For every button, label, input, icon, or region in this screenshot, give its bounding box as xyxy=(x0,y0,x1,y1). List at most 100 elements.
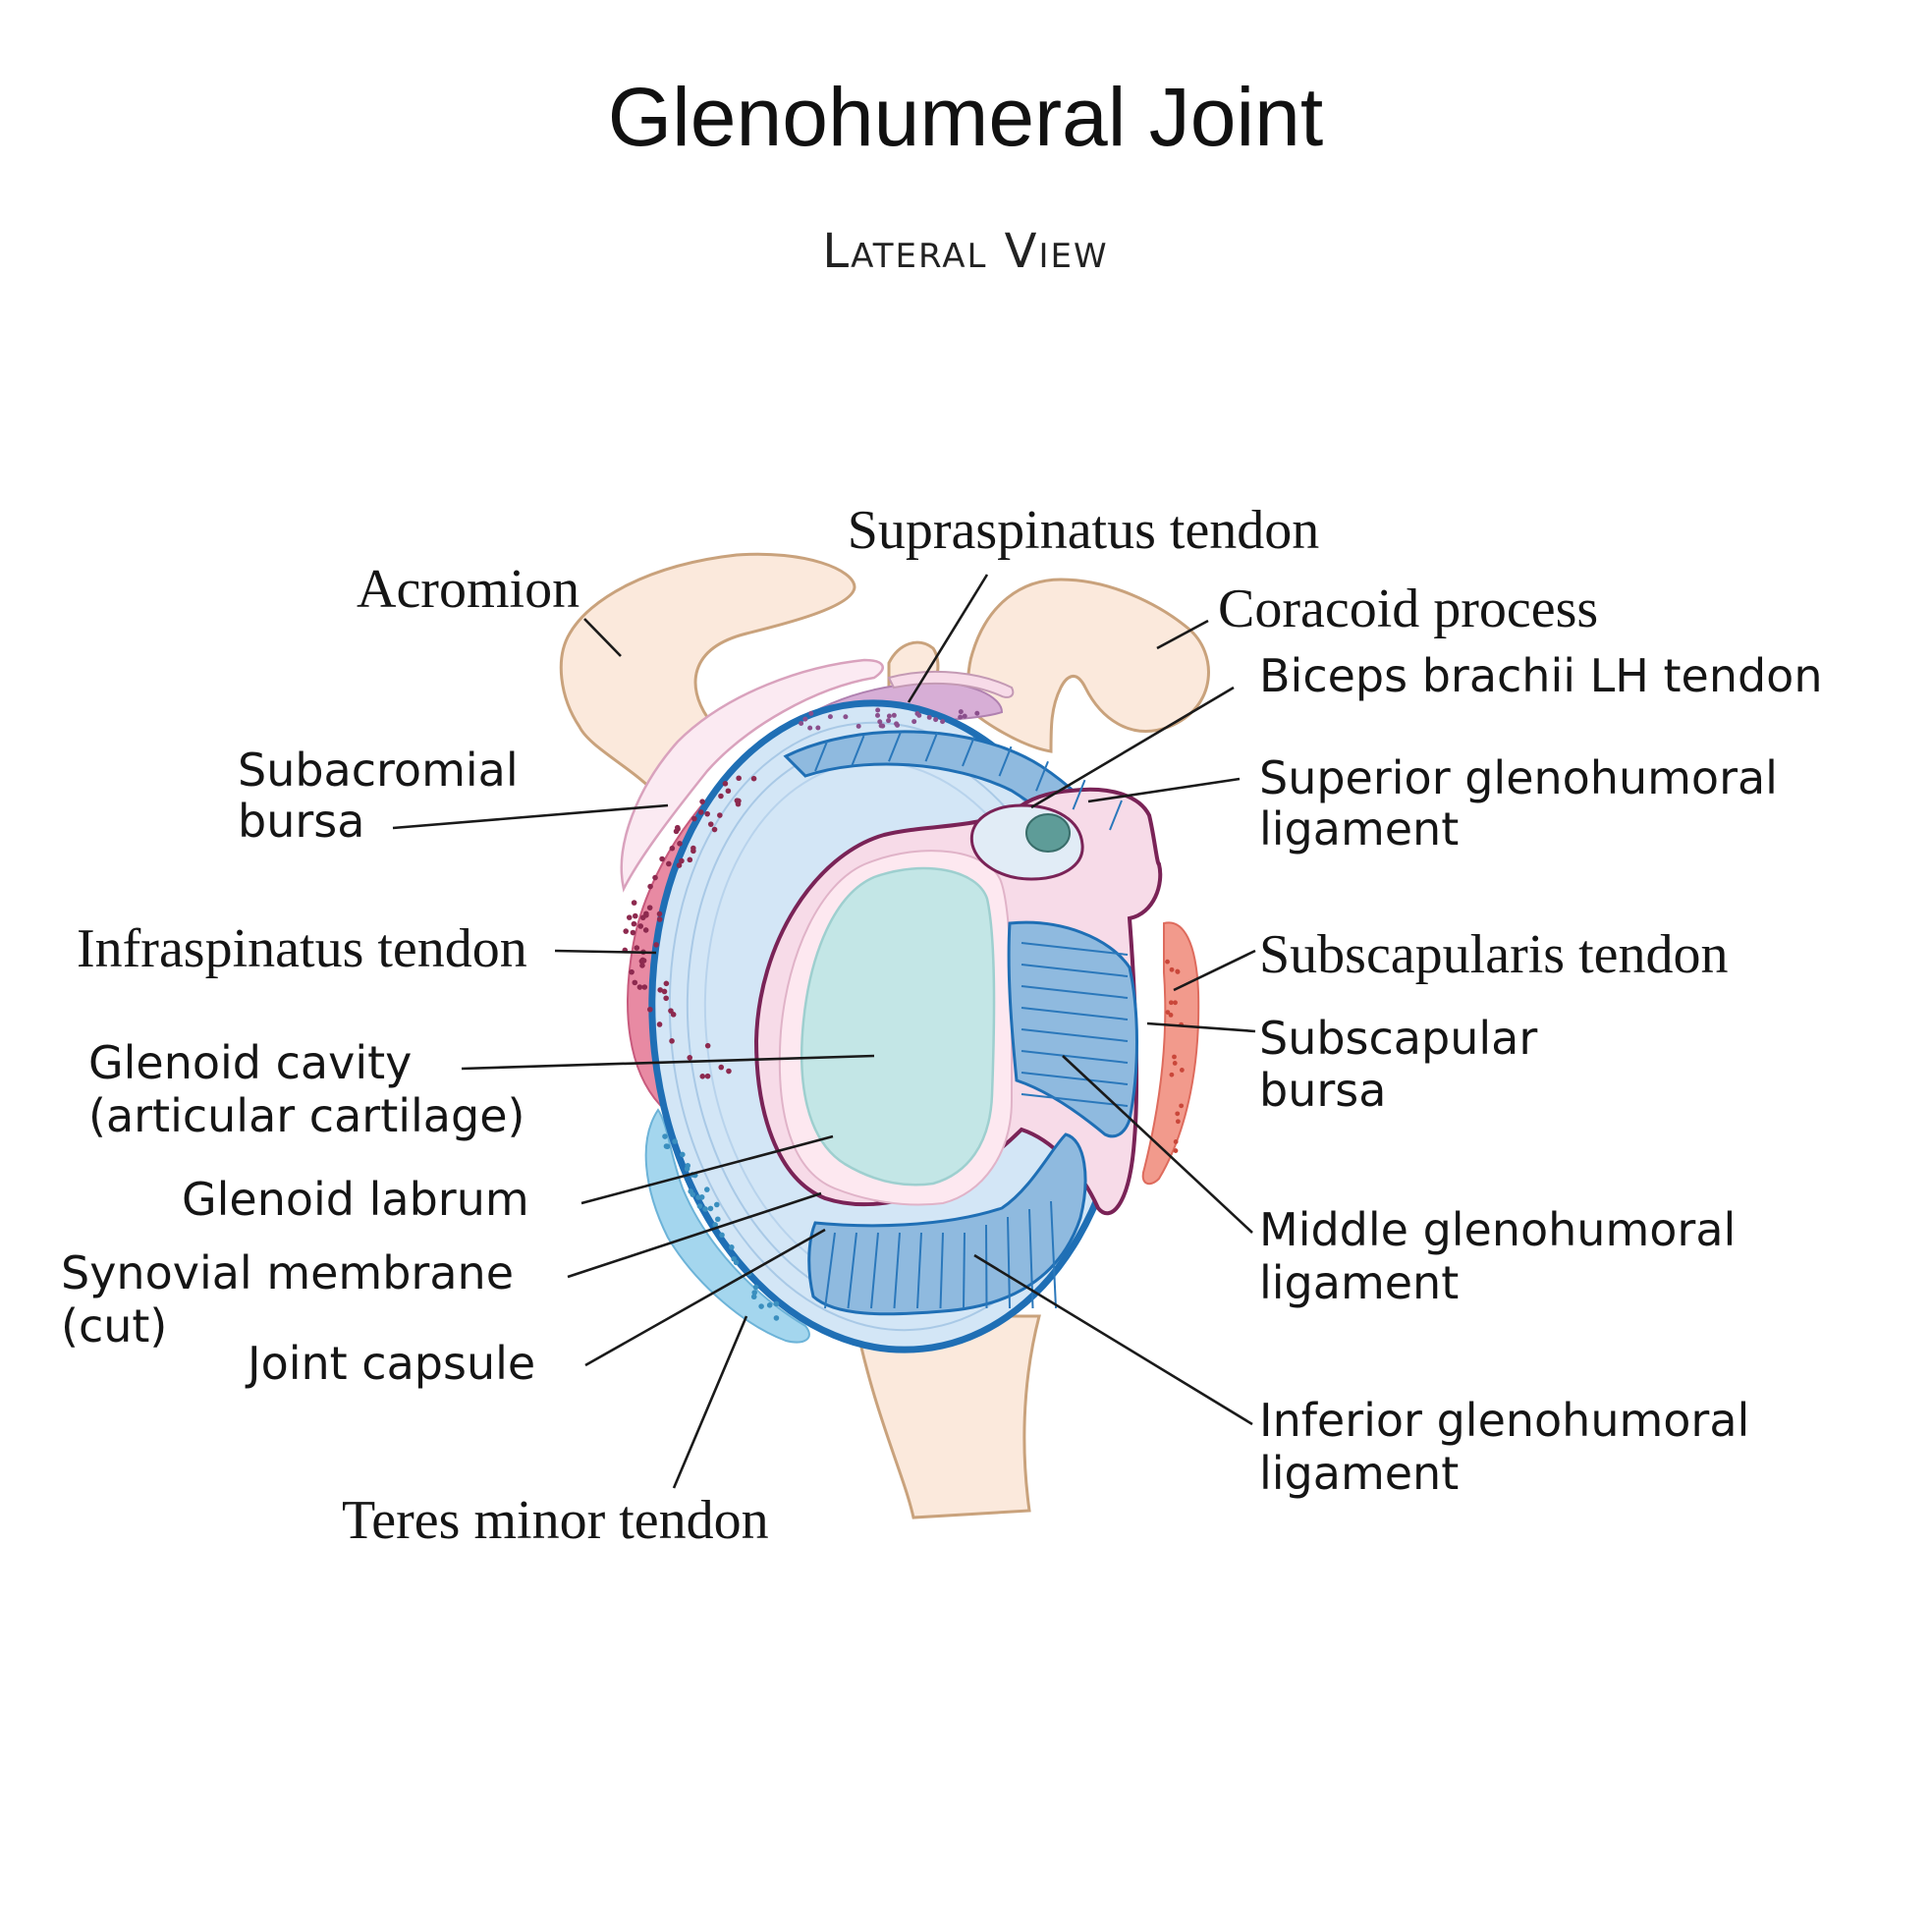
texture-dot xyxy=(773,1300,780,1307)
fiber-line xyxy=(1050,1200,1057,1309)
texture-dot xyxy=(652,874,658,881)
fiber-line xyxy=(962,736,975,767)
texture-dot xyxy=(1165,959,1170,965)
texture-dot xyxy=(668,1008,674,1014)
texture-dot xyxy=(1179,1103,1185,1109)
texture-dot xyxy=(695,1194,701,1200)
teres-minor-tendon xyxy=(644,1108,810,1344)
leader-infraspinatus xyxy=(554,949,657,955)
fiber-line xyxy=(1035,760,1049,792)
fiber-line xyxy=(851,735,865,766)
label-inferior-gh-line1: Inferior glenohumoral xyxy=(1259,1394,1749,1447)
texture-dot xyxy=(641,984,648,990)
texture-dot xyxy=(856,723,861,729)
texture-dot xyxy=(707,1205,714,1212)
texture-dot xyxy=(758,1303,764,1309)
subacromial-bursa xyxy=(620,658,884,893)
texture-dot xyxy=(663,995,669,1002)
fiber-line xyxy=(847,1232,857,1309)
texture-dot xyxy=(914,711,920,717)
diagram-title: Glenohumeral Joint xyxy=(608,71,1323,163)
texture-dot xyxy=(933,717,939,723)
texture-dot xyxy=(664,1143,671,1150)
label-glenoid-cavity-line2: (articular cartilage) xyxy=(88,1089,524,1142)
texture-dot xyxy=(815,725,821,731)
subscapularis-tendon xyxy=(1141,921,1200,1186)
texture-dot xyxy=(636,984,643,990)
leader-glenoid-cavity xyxy=(461,1054,875,1071)
texture-dot xyxy=(940,719,946,725)
texture-dot xyxy=(715,1216,721,1223)
texture-dot xyxy=(827,714,833,720)
texture-dot xyxy=(704,1042,711,1049)
label-subacromial-line2: bursa xyxy=(238,795,364,848)
texture-dot xyxy=(712,1222,718,1228)
label-subscapular-bursa-line1: Subscapular xyxy=(1259,1012,1537,1065)
texture-dot xyxy=(1168,1000,1174,1006)
texture-dot xyxy=(958,709,964,715)
coracoid-process xyxy=(966,578,1210,753)
texture-dot xyxy=(656,911,663,917)
texture-dot xyxy=(637,923,644,929)
texture-dot xyxy=(766,1302,773,1308)
texture-dot xyxy=(646,1006,653,1013)
texture-dot xyxy=(629,968,635,975)
acromion xyxy=(559,552,856,794)
texture-dot xyxy=(958,714,964,720)
texture-dot xyxy=(713,1201,720,1208)
humerus-shaft xyxy=(853,1314,1041,1519)
texture-dot xyxy=(1173,1000,1178,1006)
texture-dot xyxy=(1173,1139,1179,1144)
label-inferior-gh-line2: ligament xyxy=(1259,1447,1459,1500)
texture-dot xyxy=(717,812,723,818)
texture-dot xyxy=(974,710,980,716)
texture-dot xyxy=(1175,1111,1181,1117)
texture-dot xyxy=(674,824,681,831)
texture-dot xyxy=(802,716,808,722)
texture-dot xyxy=(647,883,653,890)
leader-superior-gh xyxy=(1087,777,1241,803)
texture-dot xyxy=(733,1259,740,1266)
texture-dot xyxy=(697,809,704,815)
label-subscapular-bursa-line2: bursa xyxy=(1259,1064,1386,1117)
label-superior-gh-line1: Superior glenohumoral xyxy=(1259,751,1778,804)
texture-dot xyxy=(643,911,649,917)
fiber-line xyxy=(916,1232,922,1309)
texture-dot xyxy=(1179,1068,1185,1073)
texture-dot xyxy=(632,979,638,986)
texture-dot xyxy=(630,929,636,936)
texture-dot xyxy=(877,719,883,725)
texture-dot xyxy=(704,1073,711,1079)
texture-dot xyxy=(895,722,901,728)
texture-dot xyxy=(875,712,881,718)
fiber-line xyxy=(1021,942,1129,956)
texture-dot xyxy=(642,927,649,933)
texture-dot xyxy=(962,713,967,719)
texture-dot xyxy=(1175,968,1181,974)
texture-dot xyxy=(886,718,892,724)
texture-dot xyxy=(631,920,637,927)
texture-dot xyxy=(880,723,886,729)
texture-dot xyxy=(661,988,668,995)
texture-dot xyxy=(702,1206,708,1212)
texture-dot xyxy=(663,980,670,987)
texture-dot xyxy=(722,781,729,787)
texture-dot xyxy=(704,810,710,817)
label-superior-gh-line2: ligament xyxy=(1259,802,1459,856)
leader-synovial xyxy=(567,1191,822,1279)
leader-coracoid xyxy=(1156,619,1209,650)
leader-biceps xyxy=(1030,686,1235,809)
leader-glenoid-labrum xyxy=(580,1134,834,1205)
label-joint-capsule: Joint capsule xyxy=(245,1337,535,1390)
leader-lines xyxy=(392,574,1256,1489)
texture-dot xyxy=(699,1074,706,1079)
fiber-line xyxy=(1109,800,1123,831)
leader-subscapularis xyxy=(1173,949,1256,992)
fiber-line xyxy=(1021,1007,1129,1021)
texture-dot xyxy=(886,713,892,719)
texture-dot xyxy=(657,987,663,993)
leader-inferior-gh xyxy=(973,1253,1253,1426)
texture-dot xyxy=(656,916,663,922)
leader-teres-minor xyxy=(672,1315,748,1489)
fiber-line xyxy=(1021,964,1129,977)
